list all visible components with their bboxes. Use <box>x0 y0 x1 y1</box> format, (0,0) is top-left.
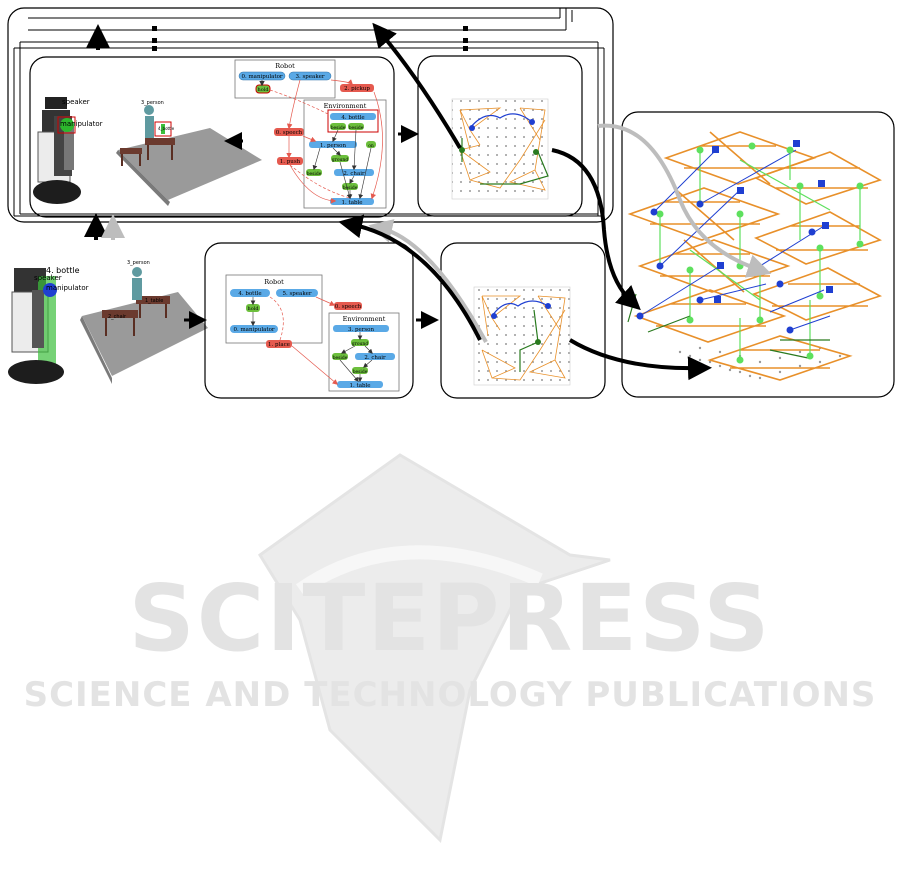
bottom-action-place-label: 1. place <box>268 342 290 348</box>
bottom-robot-illustration: 4. bottle speaker manipulator <box>8 266 89 384</box>
bottom-env-node-person-label: 3. person <box>348 327 375 333</box>
bottom-hold-node <box>246 304 260 312</box>
top-outer-box <box>7 7 614 223</box>
top-bottle-label: 4_bottle <box>158 126 175 131</box>
top-scene-graph: Robot 0. manipulator 3. speaker hold 2. … <box>234 59 387 209</box>
bottom-robot-node-speaker-label: 5. speaker <box>282 291 311 297</box>
bottom-map-panel <box>440 242 606 399</box>
top-env-node-bottle <box>330 113 376 120</box>
bottom-env-node-table-label: 1. table <box>349 383 370 389</box>
bottom-robot-bottle-label: 4. bottle <box>46 266 80 275</box>
top-env-title: Environment <box>324 102 367 110</box>
bottom-env-node-person <box>333 325 389 332</box>
top-env-node-person <box>309 141 357 148</box>
top-env-node-table <box>330 198 374 205</box>
bottom-robot-manipulator-label: manipulator <box>46 284 89 292</box>
top-action-speech <box>274 128 304 136</box>
bottom-env-title: Environment <box>343 315 386 323</box>
top-env-node-person-label: 1. person <box>320 143 347 149</box>
top-rel-5: beside <box>343 185 358 191</box>
top-robot-manipulator-label: manipulator <box>60 120 103 128</box>
top-robot-title: Robot <box>275 62 295 70</box>
watermark-sub-text: SCIENCE AND TECHNOLOGY PUBLICATIONS <box>24 675 877 715</box>
bottom-env-node-chair-label: 2. chair <box>364 355 386 361</box>
bottom-robot-node-manipulator <box>230 325 278 333</box>
top-robot-node-0-label: 0. manipulator <box>241 74 282 80</box>
hierarchical-map-panel <box>621 111 895 398</box>
bottom-action-speech <box>334 302 362 310</box>
watermark: SCITEPRESS SCIENCE AND TECHNOLOGY PUBLIC… <box>24 453 877 844</box>
top-env-node-chair-label: 2. chair <box>343 171 365 177</box>
top-env-node-bottle-label: 4. bottle <box>341 115 364 121</box>
bottom-floor-scene: 3_person 1_table 2_chair <box>80 260 208 384</box>
bottom-robot-node-bottle-label: 4. bottle <box>238 291 261 297</box>
watermark-main-text: SCITEPRESS <box>128 565 771 672</box>
top-rel-0: beside <box>331 125 346 131</box>
bottom-chair-label: 2_chair <box>108 314 127 320</box>
watermark-emblem <box>257 453 611 844</box>
bottom-rel-0: ground <box>352 341 369 347</box>
top-scene-panel: speaker manipulator 3_person 4_bottle <box>29 56 395 218</box>
top-action-speech-label: 0. speech <box>276 130 303 136</box>
top-rel-2: on <box>368 144 374 149</box>
top-floor-scene: 3_person 4_bottle <box>116 100 262 206</box>
top-rel-4: beside <box>307 171 322 177</box>
top-robot-illustration: speaker manipulator <box>33 97 103 204</box>
top-robot-node-1-label: 3. speaker <box>295 74 324 80</box>
top-person-label: 3_person <box>141 100 164 106</box>
bottom-env-box <box>328 312 400 392</box>
top-action-pickup-label: 2. pickup <box>344 86 370 92</box>
bottom-robot-node-manipulator-label: 0. manipulator <box>233 327 274 333</box>
bottom-env-node-chair <box>355 353 395 360</box>
bottom-robot-title: Robot <box>264 278 284 286</box>
top-env-node-chair <box>334 169 374 176</box>
top-action-push-label: 1. push <box>280 159 301 165</box>
bottom-rel-1: beside <box>333 355 348 361</box>
bottom-table-label: 1_table <box>145 298 163 304</box>
top-rel-1: beside <box>349 125 364 131</box>
bottom-person-label: 3_person <box>127 260 150 266</box>
bottom-scene-panel: 4. bottle speaker manipulator 3_person 1… <box>8 260 208 384</box>
bottom-rel-2: beside <box>353 369 368 375</box>
top-action-push <box>277 157 303 165</box>
bottom-graph-panel: Robot 4. bottle 5. speaker hold 0. manip… <box>204 242 414 399</box>
top-env-node-table-label: 1. table <box>341 200 362 206</box>
bottom-hold-label: hold <box>247 306 259 312</box>
bottom-env-node-table <box>337 381 383 388</box>
top-robot-node-1 <box>288 71 332 81</box>
bottom-robot-node-bottle <box>230 289 270 297</box>
top-hold-label: hold <box>257 87 269 93</box>
top-map-panel <box>417 55 583 217</box>
bottom-robot-speaker-label: speaker <box>34 274 62 282</box>
top-action-pickup <box>340 84 374 92</box>
top-robot-speaker-label: speaker <box>62 98 90 106</box>
bottom-action-speech-label: 0. speech <box>335 304 362 310</box>
bottom-robot-node-speaker <box>276 289 318 297</box>
connector-arrows <box>84 22 772 381</box>
top-rel-3: ground <box>332 157 349 163</box>
bottom-action-place <box>266 340 292 348</box>
